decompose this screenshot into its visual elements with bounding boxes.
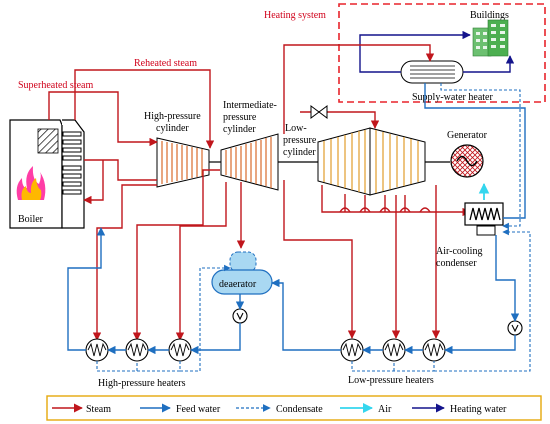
intermediate-pressure-cylinder <box>220 133 279 191</box>
air-cooling-condenser-icon <box>464 202 504 236</box>
heater-icon <box>422 338 446 362</box>
hp-cylinder-label-2: cylinder <box>156 123 189 134</box>
low-pressure-heaters <box>340 338 446 362</box>
legend-air-label: Air <box>378 404 392 415</box>
buildings-label: Buildings <box>470 10 509 21</box>
ip-cylinder-label-2: pressure <box>223 112 257 123</box>
legend-box <box>46 395 542 421</box>
lp-heaters-label: Low-pressure heaters <box>348 375 434 386</box>
legend-item-feed-water: Feed water <box>140 403 221 415</box>
deaerator-icon <box>211 251 273 295</box>
hp-cylinder-label-1: High-pressure <box>144 111 201 122</box>
boiler: Boiler <box>9 119 85 229</box>
hp-heaters-label: High-pressure heaters <box>98 378 186 389</box>
ip-cylinder-label-3: cylinder <box>223 124 256 135</box>
steam-lines <box>48 44 471 341</box>
boiler-label: Boiler <box>18 214 44 225</box>
pump-icon <box>232 308 248 324</box>
ip-cylinder-label-1: Intermediate- <box>223 100 277 111</box>
feed-water-lines <box>67 83 526 355</box>
heater-icon <box>340 338 364 362</box>
legend-item-condensate: Condensate <box>236 404 323 415</box>
legend-item-air: Air <box>340 402 392 415</box>
lp-cylinder-label-3: cylinder <box>283 147 316 158</box>
generator-icon <box>450 144 484 178</box>
heater-icon <box>125 338 149 362</box>
low-pressure-cylinder <box>317 127 426 196</box>
legend: Steam Feed water Condensate Air Heating … <box>46 395 542 421</box>
legend-condensate-label: Condensate <box>276 404 323 415</box>
buildings-icon <box>472 19 509 57</box>
lp-cylinder-label-2: pressure <box>283 135 317 146</box>
flame-icon <box>16 166 46 200</box>
heating-system-label: Heating system <box>264 10 326 21</box>
condensate-lines <box>96 83 531 372</box>
legend-steam-label: Steam <box>86 404 111 415</box>
heating-water-supply <box>359 30 471 73</box>
high-pressure-cylinder <box>156 137 210 188</box>
legend-heating-water-label: Heating water <box>450 404 507 415</box>
heater-icon <box>382 338 406 362</box>
heating-system-box <box>338 3 546 103</box>
reheated-steam-label: Reheated steam <box>134 58 197 69</box>
legend-feed-water-label: Feed water <box>176 404 221 415</box>
heating-water-return <box>463 55 515 73</box>
deaerator-label: deaerator <box>219 279 257 290</box>
heater-icon <box>85 338 109 362</box>
superheated-steam-label: Superheated steam <box>18 80 93 91</box>
supply-water-heater-icon <box>400 60 464 84</box>
air-cooling-label-1: Air-cooling <box>436 246 482 257</box>
legend-item-heating-water: Heating water <box>412 403 507 415</box>
generator-label: Generator <box>447 130 488 141</box>
valve-icon <box>310 105 328 119</box>
lp-cylinder-label-1: Low- <box>285 123 307 134</box>
air-cooling-label-2: condenser <box>436 258 477 269</box>
high-pressure-heaters <box>85 338 192 362</box>
condensate-pump-icon <box>507 320 523 336</box>
heater-icon <box>168 338 192 362</box>
heating-system: Heating system Buildings Supply- <box>264 3 546 103</box>
legend-item-steam: Steam <box>52 403 111 415</box>
supply-water-heater-label: Supply-water heater <box>412 92 493 103</box>
